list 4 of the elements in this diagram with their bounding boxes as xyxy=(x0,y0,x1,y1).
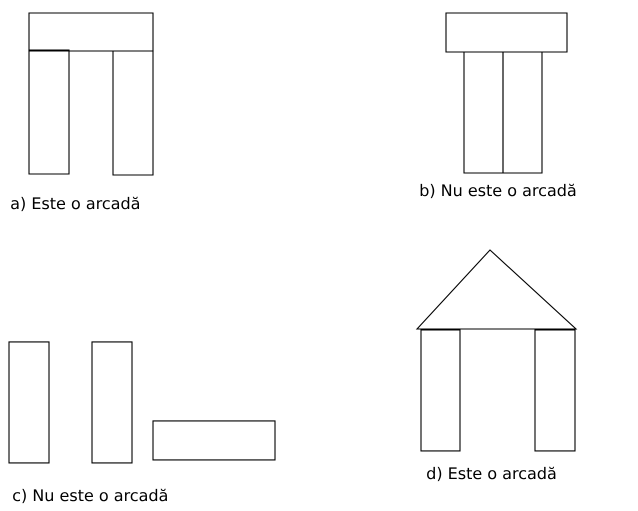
caption: d) Este o arcadă xyxy=(427,466,556,482)
caption: a) Este o arcadă xyxy=(11,196,139,212)
caption: b) Nu este o arcadă xyxy=(420,184,576,198)
caption: c) Nu este o arcadă xyxy=(13,488,167,504)
